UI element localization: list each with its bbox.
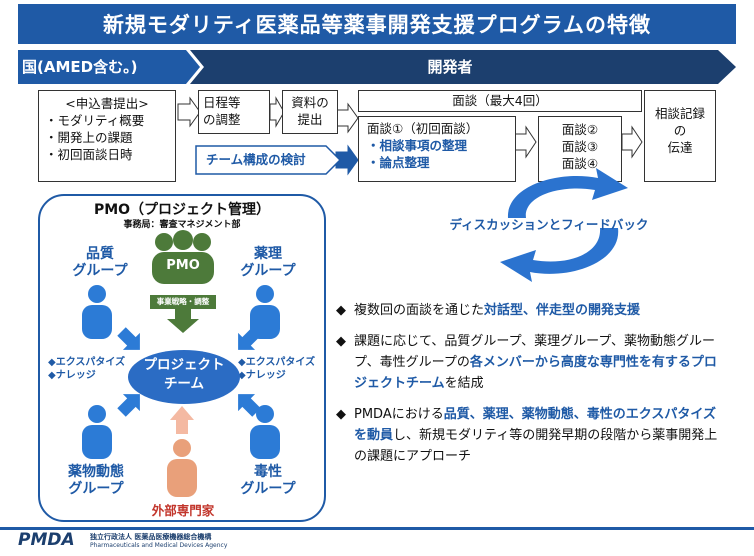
org-name-ja: 独立行政法人 医薬品医療機器総合機構 [90, 533, 212, 541]
consult1-item: ・論点整理 [367, 155, 430, 170]
project-team-line: プロジェクト [143, 357, 225, 373]
bullet-highlight: 各メンバーから高度な専門性を有するプロジェクトチーム [354, 355, 717, 391]
bullet-part: を結成 [444, 376, 484, 391]
page-title: 新規モダリティ医薬品等薬事開発支援プログラムの特徴 [18, 4, 736, 44]
pmo-panel [38, 194, 326, 522]
group-label-line: 薬理 [254, 246, 282, 262]
project-team-line: チーム [163, 376, 205, 392]
bullet-highlight: 品質、薬理、薬物動態、毒性のエクスパタイズを動員 [354, 407, 716, 443]
materials-line: 提出 [297, 112, 323, 127]
bullet-text: 複数回の面談を通じた対話型、伴走型の開発支援 [354, 300, 640, 321]
group-label-line: グループ [240, 481, 296, 497]
application-heading: <申込書提出> [65, 96, 149, 111]
group-label-line: グループ [240, 263, 296, 279]
record-line: 伝達 [667, 140, 693, 155]
bullet-marker: ◆ [336, 303, 346, 318]
consult1-box: 面談①（初回面談） ・相談事項の整理 ・論点整理 [358, 116, 516, 182]
application-box: <申込書提出> ・モダリティ概要 ・開発上の課題 ・初回面談日時 [38, 90, 176, 182]
pmo-people-icon [152, 230, 214, 284]
group-label-line: 品質 [86, 246, 114, 262]
footer-rule [0, 527, 754, 530]
bullet-part: し、新規モダリティ等の開発早期の段階から薬事開発上の課題にアプローチ [354, 428, 718, 464]
consult-max-label: 面談（最大4回） [452, 93, 548, 108]
bullet-highlight: 対話型、伴走型の開発支援 [484, 303, 641, 318]
expertise-line: ◆ナレッジ [48, 370, 96, 381]
pmo-center-label: PMO [166, 258, 200, 273]
project-team-ellipse [128, 350, 240, 404]
strategy-label: 事業戦略・調整 [156, 297, 210, 306]
expertise-right: ◆エクスパタイズ ◆ナレッジ [238, 356, 315, 382]
bullet-item: ◆ PMDAにおける品質、薬理、薬物動態、毒性のエクスパタイズを動員し、新規モダ… [336, 404, 720, 467]
schedule-box: 日程等 の調整 [198, 90, 270, 134]
pmda-logo: PMDA [18, 530, 75, 550]
consult1-item: ・相談事項の整理 [367, 138, 468, 153]
consult-max-box: 面談（最大4回） [358, 90, 642, 112]
group-label-line: グループ [72, 263, 128, 279]
group-quality-label: 品質 グループ [70, 246, 130, 280]
person-pharmacology-icon [250, 285, 280, 339]
team-review-label: チーム構成の検討 [206, 152, 306, 167]
org-name-en: Pharmaceuticals and Medical Devices Agen… [90, 542, 228, 549]
pmo-subtitle: 事務局：審査マネジメント部 [123, 220, 241, 230]
project-team-label: プロジェクト チーム [128, 356, 240, 394]
bullet-marker: ◆ [336, 407, 346, 422]
bullet-text: 課題に応じて、品質グループ、薬理グループ、薬物動態グループ、毒性グループの各メン… [354, 331, 720, 394]
application-item: ・モダリティ概要 [45, 113, 145, 128]
group-label-line: 薬物動態 [68, 464, 124, 480]
bullet-part: PMDAにおける [354, 407, 444, 422]
bullet-part: 課題に応じて、品質グループ、薬理グループ、薬物動態グループ、毒性グループの [354, 334, 716, 370]
application-item: ・初回面談日時 [45, 147, 133, 162]
person-pk-icon [82, 405, 112, 459]
consult-line: 面談③ [561, 139, 599, 154]
developer-label: 開発者 [427, 58, 473, 76]
bullet-item: ◆ 複数回の面談を通じた対話型、伴走型の開発支援 [336, 300, 720, 321]
bullet-list: ◆ 複数回の面談を通じた対話型、伴走型の開発支援 ◆ 課題に応じて、品質グループ… [336, 300, 720, 467]
expertise-line: ◆ナレッジ [238, 370, 286, 381]
bullet-text: PMDAにおける品質、薬理、薬物動態、毒性のエクスパタイズを動員し、新規モダリテ… [354, 404, 720, 467]
pmo-title: PMO（プロジェクト管理） [93, 202, 271, 218]
bullet-item: ◆ 課題に応じて、品質グループ、薬理グループ、薬物動態グループ、毒性グループの各… [336, 331, 720, 394]
materials-line: 資料の [291, 95, 329, 110]
person-toxicity-icon [250, 405, 280, 459]
schedule-line: 日程等 [203, 95, 241, 110]
record-line: の [673, 123, 687, 138]
group-pk-label: 薬物動態 グループ [56, 464, 136, 498]
person-quality-icon [82, 285, 112, 339]
bullet-marker: ◆ [336, 334, 346, 349]
expertise-line: ◆エクスパタイズ [238, 357, 316, 368]
record-line: 相談記録 [654, 106, 705, 121]
group-label-line: 毒性 [254, 464, 282, 480]
group-toxicity-label: 毒性 グループ [238, 464, 298, 498]
schedule-line: の調整 [203, 112, 241, 127]
consult-line: 面談② [561, 122, 599, 137]
strategy-arrow [150, 295, 216, 333]
external-expert-label: 外部専門家 [151, 503, 215, 518]
group-label-line: グループ [68, 481, 124, 497]
consult-line: 面談④ [561, 156, 599, 171]
role-arrow-bar [18, 50, 736, 84]
application-item: ・開発上の課題 [45, 130, 133, 145]
consult1-heading: 面談①（初回面談） [367, 121, 479, 136]
record-box: 相談記録 の 伝達 [644, 90, 716, 182]
expertise-left: ◆エクスパタイズ ◆ナレッジ [48, 356, 125, 382]
bullet-part: 複数回の面談を通じた [354, 303, 485, 318]
expertise-line: ◆エクスパタイズ [48, 357, 126, 368]
consult234-box: 面談② 面談③ 面談④ [538, 116, 622, 182]
person-external-icon [167, 439, 197, 497]
cycle-label: ディスカッションとフィードバック [449, 217, 649, 232]
materials-box: 資料の 提出 [282, 90, 338, 134]
government-label: 国(AMED含む。) [22, 58, 138, 76]
group-pharmacology-label: 薬理 グループ [238, 246, 298, 280]
feedback-cycle-icon [500, 168, 628, 282]
